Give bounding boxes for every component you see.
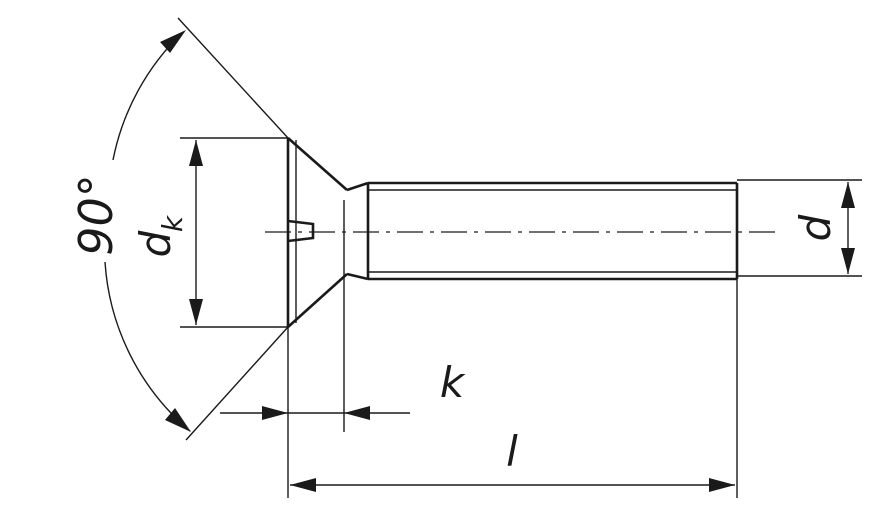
dk-label-main: d xyxy=(131,230,180,257)
angle-extension-top xyxy=(177,17,289,139)
d-dimension xyxy=(841,182,855,274)
extension-lines xyxy=(177,17,862,498)
neck-bottom xyxy=(346,272,369,281)
head-slot xyxy=(287,219,315,243)
k-dimension xyxy=(220,406,410,420)
screw-outline xyxy=(265,137,780,328)
k-label: k xyxy=(440,358,466,407)
k-arrow-right xyxy=(344,406,370,420)
angle-arrow-top xyxy=(160,30,186,53)
dk-label: d k xyxy=(131,214,189,257)
head-cone-top xyxy=(287,137,348,191)
neck-top xyxy=(346,181,369,192)
angle-label: 90° xyxy=(69,174,123,256)
d-label: d xyxy=(791,214,840,241)
l-arrow-left xyxy=(290,478,316,492)
angle-extension-bottom xyxy=(185,326,289,441)
k-arrow-left xyxy=(262,406,288,420)
l-label: l xyxy=(506,427,518,476)
d-arrow-top xyxy=(841,182,855,208)
l-dimension xyxy=(290,478,735,492)
head-cone-bottom xyxy=(287,273,348,328)
l-arrow-right xyxy=(709,478,735,492)
angle-dimension xyxy=(104,30,191,432)
dk-dimension xyxy=(189,140,203,325)
dk-arrow-bottom xyxy=(189,299,203,325)
dk-arrow-top xyxy=(189,140,203,166)
angle-arrow-bottom xyxy=(165,408,191,432)
angle-arc-top xyxy=(112,31,184,161)
angle-arc-bottom xyxy=(104,261,191,432)
dk-label-subscript: k xyxy=(156,214,189,232)
d-arrow-bottom xyxy=(841,248,855,274)
